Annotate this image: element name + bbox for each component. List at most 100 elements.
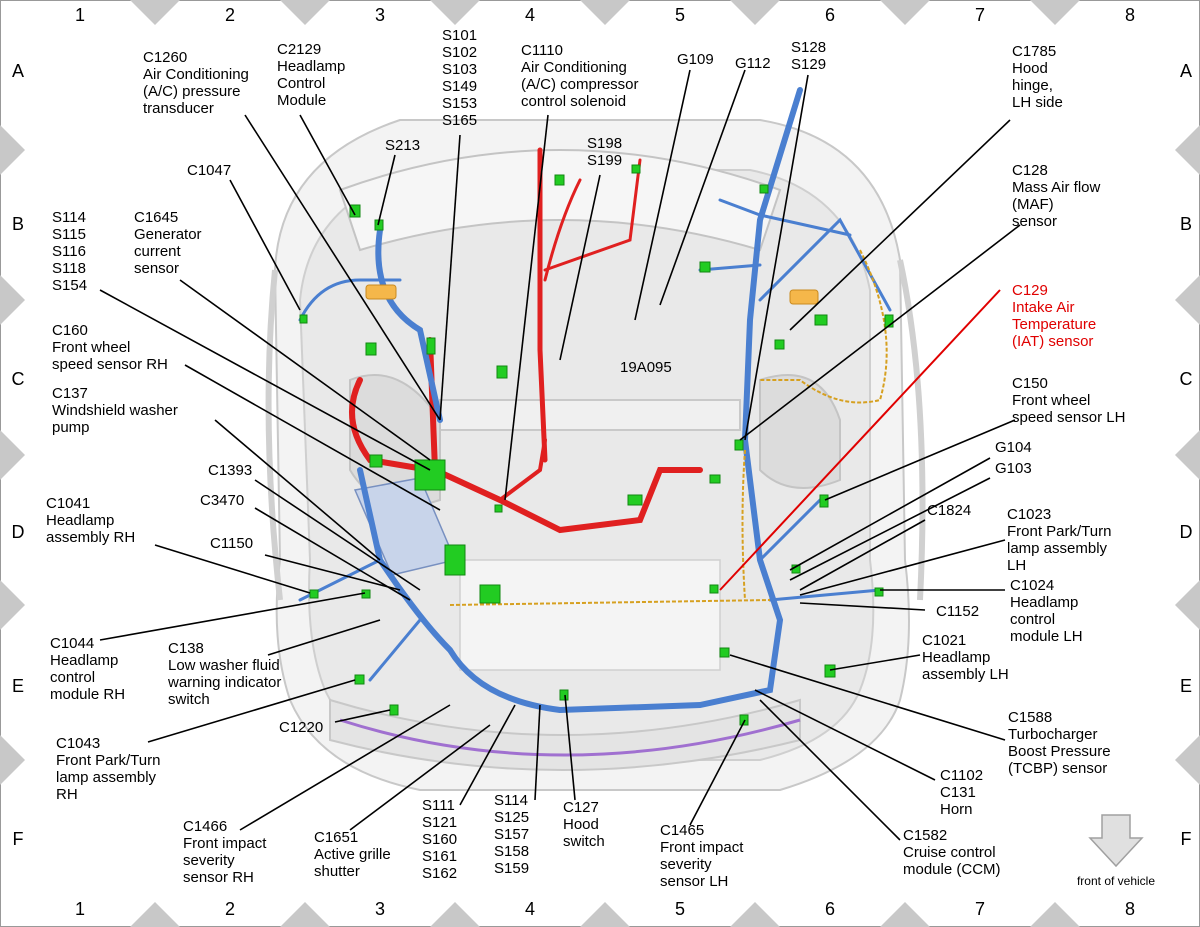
grid-column-bottom-8: 8 <box>1125 899 1135 919</box>
callout-c1465-line: sensor LH <box>660 873 728 890</box>
callout-s114b-line: S114 <box>494 792 528 809</box>
callout-c1043-line: lamp assembly <box>56 769 157 786</box>
callout-c2129-line: Module <box>277 92 326 109</box>
frame-marker <box>880 0 930 25</box>
callout-c1588-line: Boost Pressure <box>1008 743 1111 760</box>
callout-c137-line: pump <box>52 419 90 436</box>
frame-marker <box>1030 0 1080 25</box>
callout-s114a-line: S118 <box>52 260 86 277</box>
callout-g104: G104 <box>995 439 1032 456</box>
callout-c1023-line: lamp assembly <box>1007 540 1108 557</box>
grid-column-bottom-4: 4 <box>525 899 535 919</box>
callout-c1465-line: severity <box>660 856 712 873</box>
callout-c1047-line: C1047 <box>187 162 231 179</box>
callout-c1023-line: Front Park/Turn <box>1007 523 1111 540</box>
callout-c1645-line: sensor <box>134 260 179 277</box>
callout-c2129-line: Control <box>277 75 325 92</box>
grid-column-bottom-5: 5 <box>675 899 685 919</box>
grid-column-top-1: 1 <box>75 5 85 25</box>
callout-c1645-line: Generator <box>134 226 202 243</box>
callout-a19a095-line: 19A095 <box>620 359 672 376</box>
callout-c1582-line: module (CCM) <box>903 861 1001 878</box>
callout-c1220: C1220 <box>279 719 323 736</box>
grid-row-left-E: E <box>12 676 24 696</box>
grid-row-right-B: B <box>1180 214 1192 234</box>
connectors <box>299 164 894 726</box>
callout-s111-line: S111 <box>422 797 455 814</box>
callout-c1041-line: assembly RH <box>46 529 135 546</box>
callout-c1024-line: control <box>1010 611 1055 628</box>
grid-row-right-E: E <box>1180 676 1192 696</box>
grid-row-left-C: C <box>12 369 25 389</box>
callout-c1024-line: C1024 <box>1010 577 1054 594</box>
callout-c1044-line: control <box>50 669 95 686</box>
callout-c2129-line: C2129 <box>277 41 321 58</box>
leader-lines <box>99 69 1021 841</box>
c129-leader-line <box>719 289 1001 591</box>
callout-c1824-line: C1824 <box>927 502 971 519</box>
frame-marker <box>1175 430 1200 480</box>
grid-row-left-F: F <box>13 829 24 849</box>
callout-c1023-line: C1023 <box>1007 506 1051 523</box>
callout-s101-line: S101 <box>442 27 477 44</box>
grid-column-top-7: 7 <box>975 5 985 25</box>
callout-c1102-line: Horn <box>940 801 973 818</box>
yellow-wire <box>449 249 888 606</box>
callout-c129-line: C129 <box>1012 282 1048 299</box>
frame-marker <box>1175 125 1200 175</box>
callout-c128-line: (MAF) <box>1012 196 1054 213</box>
grid-column-bottom-2: 2 <box>225 899 235 919</box>
grid-column-top-8: 8 <box>1125 5 1135 25</box>
callout-c129-line: (IAT) sensor <box>1012 333 1093 350</box>
callout-c1043-line: C1043 <box>56 735 100 752</box>
callout-g103-line: G103 <box>995 460 1032 477</box>
callout-c1393-line: C1393 <box>208 462 252 479</box>
callout-c1785-line: C1785 <box>1012 43 1056 60</box>
frame-marker <box>280 0 330 25</box>
callout-s101-line: S103 <box>442 61 477 78</box>
callout-c1110-line: (A/C) compressor <box>521 76 639 93</box>
callout-c150-line: speed sensor LH <box>1012 409 1125 426</box>
callout-c160-line: C160 <box>52 322 88 339</box>
callout-s111-line: S162 <box>422 865 457 882</box>
callout-c1260-line: C1260 <box>143 49 187 66</box>
callout-c160-line: Front wheel <box>52 339 130 356</box>
grid-column-top-5: 5 <box>675 5 685 25</box>
callout-c1021-line: assembly LH <box>922 666 1009 683</box>
callout-c150-line: C150 <box>1012 375 1048 392</box>
grid-row-right-D: D <box>1180 522 1193 542</box>
grid-column-top-6: 6 <box>825 5 835 25</box>
callout-c1047: C1047 <box>187 162 231 179</box>
callout-c1023-line: LH <box>1007 557 1026 574</box>
callout-c1152: C1152 <box>936 603 979 620</box>
callout-c1260-line: Air Conditioning <box>143 66 249 83</box>
grid-row-right-A: A <box>1180 61 1192 81</box>
callout-s114a-line: S154 <box>52 277 87 294</box>
callout-c1044-line: module RH <box>50 686 125 703</box>
callout-c2129-line: Headlamp <box>277 58 345 75</box>
callout-c129-line: Intake Air <box>1012 299 1075 316</box>
callout-s111-line: S160 <box>422 831 457 848</box>
callout-c1466-line: C1466 <box>183 818 227 835</box>
callout-s198-line: S199 <box>587 152 622 169</box>
front-arrow-icon <box>1088 814 1144 868</box>
grid-column-bottom-7: 7 <box>975 899 985 919</box>
grid-column-top-3: 3 <box>375 5 385 25</box>
